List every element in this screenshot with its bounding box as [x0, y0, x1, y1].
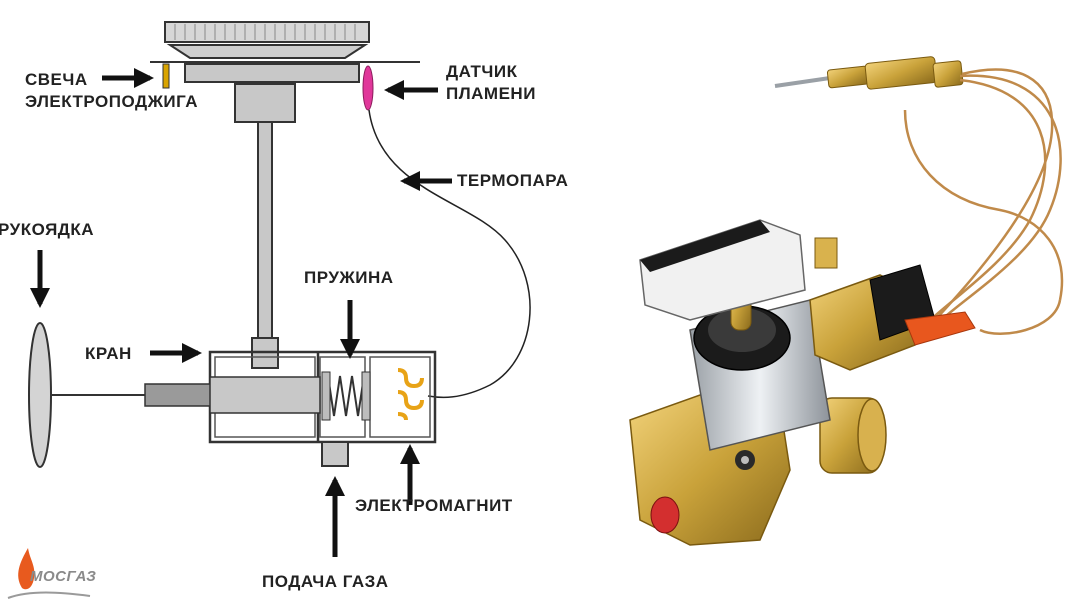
label-gas-supply: ПОДАЧА ГАЗА [262, 572, 389, 591]
label-valve: КРАН [85, 344, 132, 363]
label-sensor-line2: ПЛАМЕНИ [446, 84, 536, 103]
label-sensor-line1: ДАТЧИК [446, 62, 518, 81]
flame-sensor [362, 65, 374, 111]
label-spring: ПРУЖИНА [304, 268, 394, 287]
thermocouple-photo [629, 56, 1064, 546]
logo-text: МОСГАЗ [30, 568, 97, 585]
burner-head [150, 21, 420, 369]
thermocouple-wire [368, 109, 531, 399]
logo-flame-icon [18, 548, 35, 590]
electromagnet-coil [397, 368, 424, 421]
label-thermocouple: ТЕРМОПАРА [457, 171, 569, 190]
label-electromagnet: ЭЛЕКТРОМАГНИТ [355, 496, 513, 515]
valve-body [144, 350, 437, 467]
ignition-electrode [162, 63, 170, 89]
label-ignition-line2: ЭЛЕКТРОПОДЖИГА [25, 92, 198, 111]
label-handle: РУКОЯДКА [0, 220, 95, 239]
label-ignition-line1: СВЕЧА [25, 70, 88, 89]
handle-knob [28, 322, 145, 468]
